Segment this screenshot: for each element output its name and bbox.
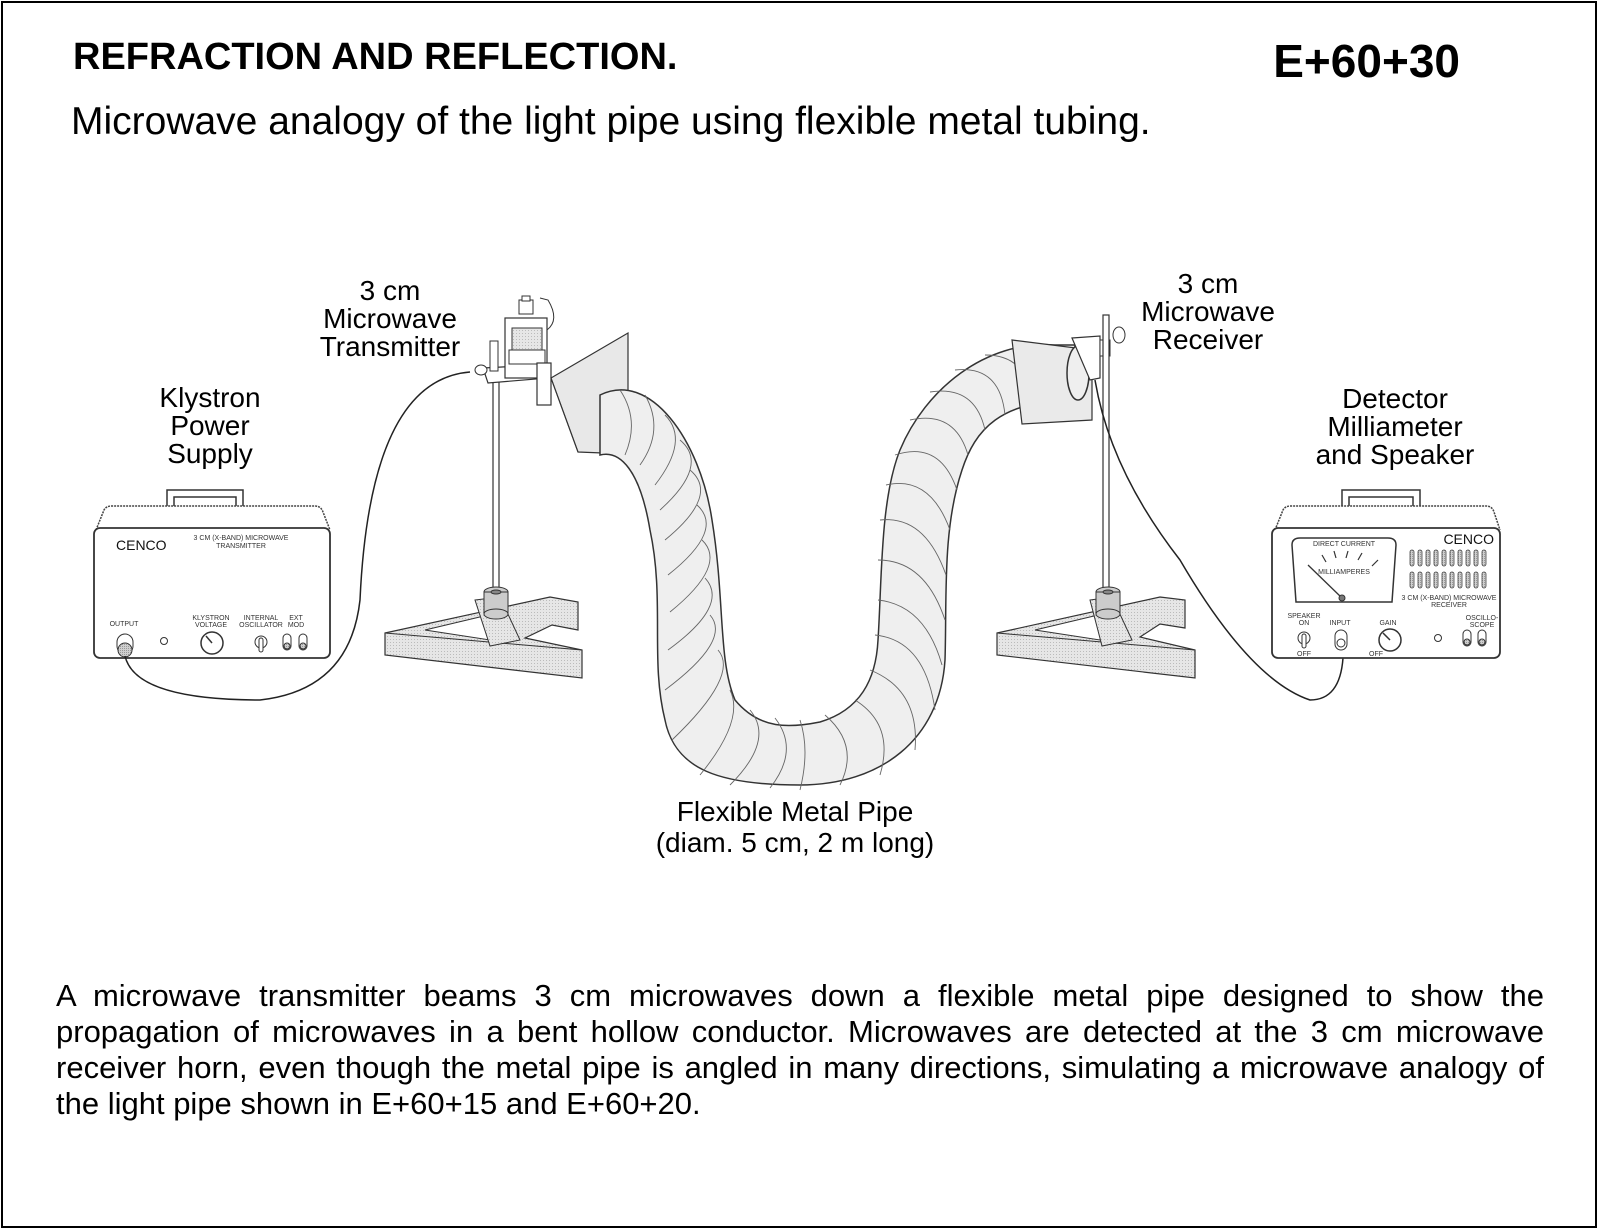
svg-text:ON: ON [1299,620,1310,627]
svg-text:OUTPUT: OUTPUT [110,621,140,628]
svg-text:KLYSTRON: KLYSTRON [192,615,229,622]
svg-text:MILLIAMPERES: MILLIAMPERES [1318,569,1370,576]
svg-text:SPEAKER: SPEAKER [1287,613,1320,620]
svg-text:GAIN: GAIN [1379,620,1396,627]
svg-text:OSCILLO-: OSCILLO- [1466,615,1499,622]
svg-text:DIRECT CURRENT: DIRECT CURRENT [1313,541,1376,548]
detector-milliameter-speaker: DIRECT CURRENT MILLIAMPERES CENCO 3 CM (… [1271,489,1501,659]
svg-text:OSCILLATOR: OSCILLATOR [239,622,283,629]
svg-text:RECEIVER: RECEIVER [1431,602,1467,609]
svg-text:INTERNAL: INTERNAL [244,615,279,622]
svg-text:MOD: MOD [288,622,304,629]
page-subtitle: Microwave analogy of the light pipe usin… [71,100,1151,143]
svg-text:VOLTAGE: VOLTAGE [195,622,227,629]
svg-text:SCOPE: SCOPE [1470,622,1495,629]
page-title: REFRACTION AND REFLECTION. [73,36,678,78]
demo-code: E+60+30 [1273,35,1460,87]
transmitter-brand: CENCO [116,537,167,553]
receiver-stand [996,314,1196,679]
svg-text:3 CM (X-BAND) MICROWAVE: 3 CM (X-BAND) MICROWAVE [1402,595,1497,602]
klystron-power-supply: CENCO 3 CM (X-BAND) MICROWAVE TRANSMITTE… [93,489,331,659]
svg-text:EXT: EXT [289,615,303,622]
receiver-label: 3 cm Microwave Receiver [1141,268,1275,355]
svg-text:3 CM (X-BAND) MICROWAVE: 3 CM (X-BAND) MICROWAVE [194,535,289,542]
description-paragraph: A microwave transmitter beams 3 cm micro… [56,978,1544,1121]
pipe-label: Flexible Metal Pipe (diam. 5 cm, 2 m lon… [655,796,935,858]
svg-text:TRANSMITTER: TRANSMITTER [216,543,266,550]
svg-text:OFF: OFF [1297,651,1311,658]
detector-label: Detector Milliameter and Speaker [1315,383,1475,470]
power-supply-label: Klystron Power Supply [159,382,261,469]
flexible-metal-pipe [599,343,1076,791]
svg-text:CENCO: CENCO [1443,531,1494,547]
svg-text:OFF: OFF [1369,651,1383,658]
transmitter-label: 3 cm Microwave Transmitter [319,275,461,362]
svg-text:INPUT: INPUT [1330,620,1352,627]
